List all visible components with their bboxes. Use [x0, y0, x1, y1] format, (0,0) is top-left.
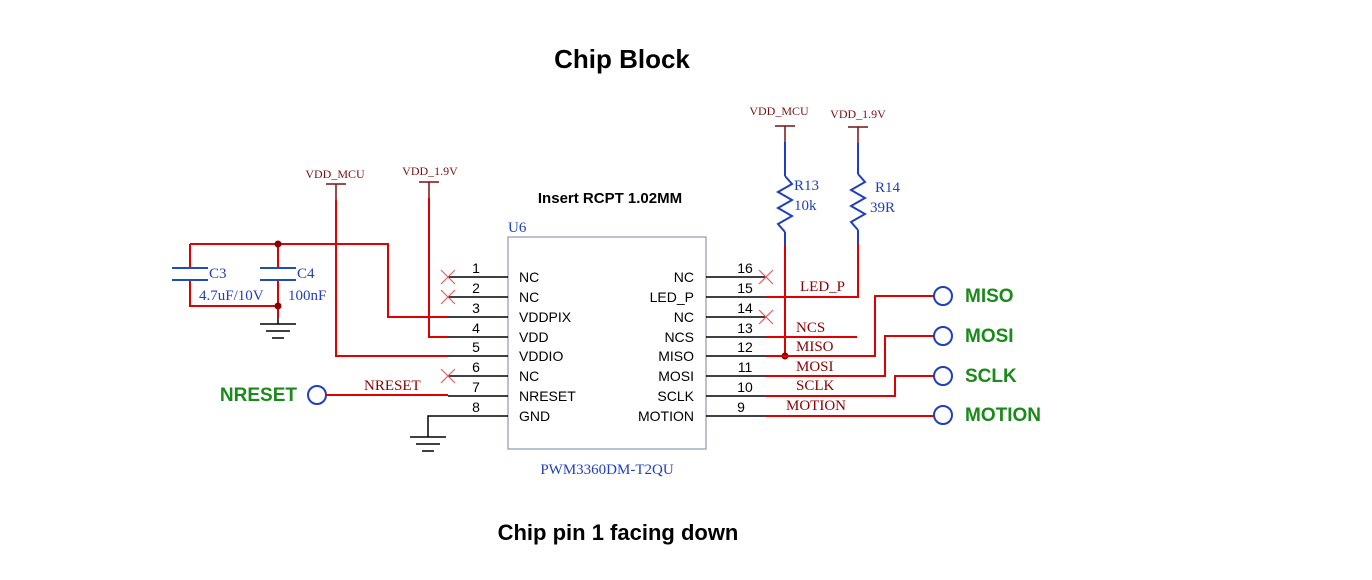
r14-value: 39R	[870, 200, 895, 216]
c3-value: 4.7uF/10V	[199, 288, 264, 304]
no-connect-mark	[440, 368, 456, 384]
ic-left-pins: 1 2 3 4 5 6 7 8 NC NC VDDPIX VDD VDDIO N…	[448, 260, 576, 424]
ic-part-number: PWM3360DM-T2QU	[540, 462, 673, 478]
capacitor-c4: C4 100nF	[260, 266, 326, 304]
net-label-motion: MOTION	[786, 398, 846, 414]
power-label-vdd-mcu: VDD_MCU	[305, 167, 365, 181]
no-connect-mark	[440, 269, 456, 285]
power-label-vdd-1v9: VDD_1.9V	[402, 164, 458, 178]
ic-u6: U6 PWM3360DM-T2QU	[507, 220, 707, 478]
net-label-nreset: NRESET	[364, 378, 421, 394]
no-connect-markers	[440, 269, 774, 384]
r13-ref: R13	[794, 178, 819, 194]
orientation-note: Chip pin 1 facing down	[498, 520, 739, 545]
pin-name: MOSI	[658, 368, 694, 384]
diagram-title: Chip Block	[554, 44, 690, 74]
pin-number: 8	[472, 399, 480, 415]
pin-number: 7	[472, 379, 480, 395]
net-label-mosi: MOSI	[796, 359, 834, 375]
port-circle	[933, 326, 953, 346]
port-motion-label: MOTION	[965, 405, 1041, 426]
pin-number: 10	[737, 379, 753, 395]
ic-body	[507, 236, 707, 450]
port-circle	[307, 385, 327, 405]
no-connect-mark	[758, 309, 774, 325]
c4-value: 100nF	[288, 288, 326, 304]
pin-name: VDD	[519, 329, 549, 345]
pin-number: 6	[472, 359, 480, 375]
pin-name: VDDIO	[519, 348, 563, 364]
pin-name: GND	[519, 408, 550, 424]
pin-name: MISO	[658, 348, 694, 364]
pin-name: NC	[519, 289, 539, 305]
net-label-led-p: LED_P	[800, 279, 845, 295]
net-vddpix	[190, 243, 448, 318]
pin-number: 16	[737, 260, 753, 276]
ground-icon	[260, 318, 296, 339]
r14-ref: R14	[875, 180, 901, 196]
net-label-sclk: SCLK	[796, 378, 835, 394]
pin-name: NC	[674, 309, 694, 325]
capacitor-c3: C3 4.7uF/10V	[172, 266, 264, 304]
pin-number: 13	[737, 320, 753, 336]
pin-name: VDDPIX	[519, 309, 572, 325]
c3-ref: C3	[209, 266, 227, 282]
gnd-pin-net	[410, 415, 448, 452]
pin-number: 14	[737, 300, 753, 316]
pin-number: 5	[472, 339, 480, 355]
insert-note: Insert RCPT 1.02MM	[538, 190, 682, 207]
no-connect-mark	[440, 289, 456, 305]
pin-name: NC	[519, 368, 539, 384]
no-connect-mark	[758, 269, 774, 285]
port-nreset-label: NRESET	[220, 385, 297, 406]
net-label-ncs: NCS	[796, 320, 825, 336]
power-label-vdd-1v9: VDD_1.9V	[830, 107, 886, 121]
pin-number: 3	[472, 300, 480, 316]
port-mosi-label: MOSI	[965, 326, 1014, 347]
net-vddio	[335, 200, 448, 357]
ground-icon	[410, 436, 446, 452]
port-circle	[933, 286, 953, 306]
pin-number: 4	[472, 320, 480, 336]
port-miso-label: MISO	[965, 286, 1014, 307]
pin-name: LED_P	[650, 289, 694, 305]
net-led-p	[766, 244, 859, 298]
net-miso	[766, 295, 934, 357]
pin-name: NC	[519, 269, 539, 285]
ic-refdes: U6	[508, 220, 527, 236]
net-cap-ground	[189, 280, 279, 307]
power-label-vdd-mcu: VDD_MCU	[749, 104, 809, 118]
resistor-r14: R14 39R	[848, 143, 901, 244]
pin-name: NCS	[664, 329, 694, 345]
pin-number: 15	[737, 280, 753, 296]
net-sclk	[766, 375, 934, 397]
junction-dot	[274, 302, 282, 310]
resistor-r13: R13 10k	[775, 142, 819, 246]
net-vdd	[428, 198, 448, 338]
pin-name: MOTION	[638, 408, 694, 424]
junction-dot	[274, 240, 282, 248]
pin-name: SCLK	[657, 388, 694, 404]
pin-name: NC	[674, 269, 694, 285]
pin-number: 12	[737, 339, 753, 355]
port-circle	[933, 405, 953, 425]
pin-number: 11	[738, 359, 753, 375]
port-circle	[933, 366, 953, 386]
port-sclk-label: SCLK	[965, 366, 1017, 387]
left-power-network: VDD_MCU VDD_1.9V C3 4.7uF/10V C4 100nF	[172, 164, 458, 357]
nreset-net: NRESET NRESET	[220, 378, 448, 406]
r13-value: 10k	[794, 198, 817, 214]
net-mosi	[766, 335, 934, 377]
signal-nets: NCS MISO MISO MOSI MOSI SCLK SCLK MOTION…	[766, 286, 1041, 426]
pin-name: NRESET	[519, 388, 576, 404]
right-power-network: VDD_MCU VDD_1.9V R13 10k R14 39R LED_P	[749, 104, 901, 360]
pin-number: 1	[472, 260, 480, 276]
c4-ref: C4	[297, 266, 315, 282]
ic-right-pins: 16 15 14 13 12 11 10 9 NC LED_P NC NCS M…	[638, 260, 766, 424]
pin-number: 2	[472, 280, 480, 296]
net-label-miso: MISO	[796, 339, 834, 355]
pin-number: 9	[737, 399, 745, 415]
